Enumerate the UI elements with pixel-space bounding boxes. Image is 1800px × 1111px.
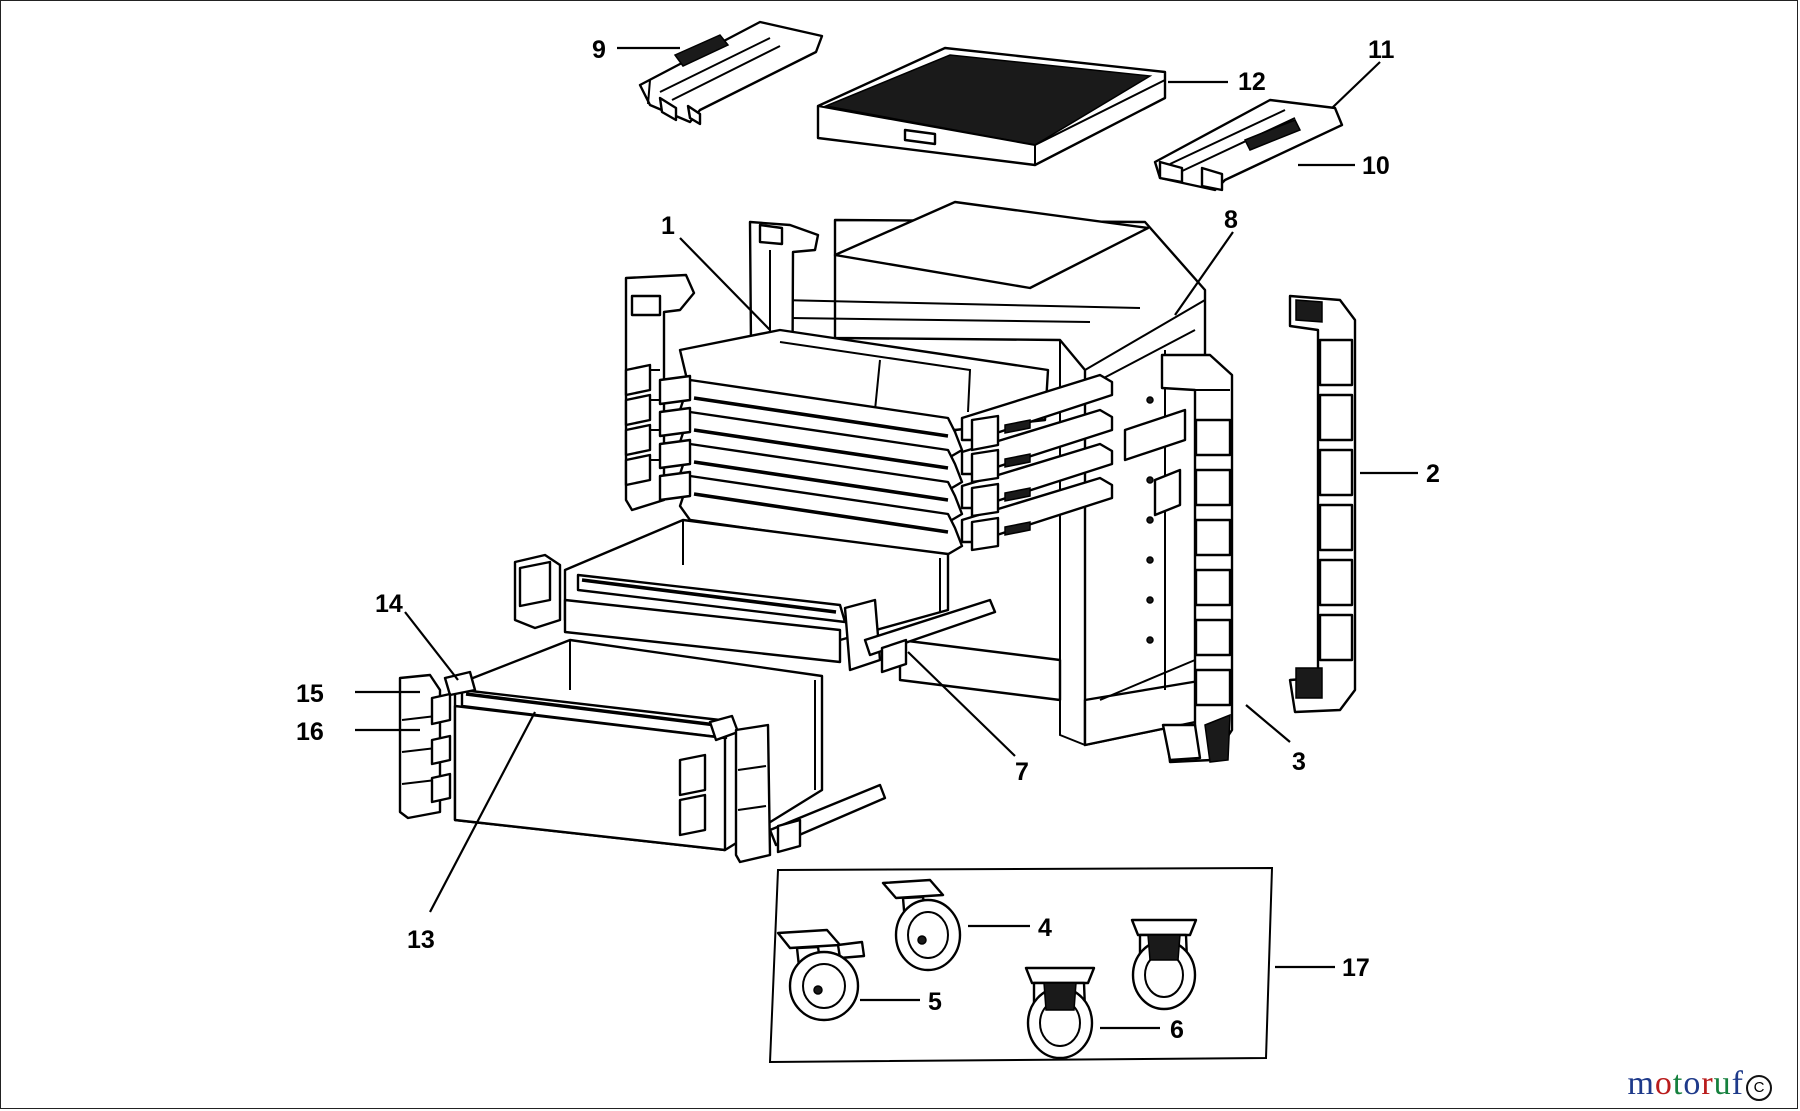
right-drawer-slides (960, 373, 1114, 552)
drawer-bottom-open (398, 638, 887, 864)
drawer-middle-open (513, 518, 997, 674)
label-part-10: 10 (1362, 152, 1390, 180)
castor-4-swivel (881, 878, 962, 972)
part-2-side-bumper (1288, 294, 1357, 714)
copyright-icon: C (1746, 1075, 1772, 1101)
cabinet-frame (779, 200, 1207, 747)
label-part-7: 7 (1015, 758, 1029, 786)
watermark-letter: o (1654, 1065, 1673, 1102)
watermark-letter: u (1713, 1065, 1732, 1102)
label-part-11: 11 (1368, 36, 1395, 64)
label-part-4: 4 (1038, 914, 1052, 942)
label-part-5: 5 (928, 988, 942, 1016)
watermark-letter: o (1683, 1065, 1702, 1102)
leader-lines (355, 46, 1418, 1030)
castor-set-box (768, 866, 1274, 1064)
label-part-6: 6 (1170, 1016, 1184, 1044)
castor-5-swivel-brake (776, 928, 866, 1022)
label-part-8: 8 (1224, 206, 1238, 234)
watermark-letter: f (1731, 1065, 1744, 1102)
label-part-2: 2 (1426, 460, 1440, 488)
label-part-1: 1 (661, 212, 675, 240)
part-12-top-tray (816, 46, 1167, 167)
label-part-15: 15 (296, 680, 324, 708)
part-3-front-right-bumper (1160, 353, 1234, 764)
label-part-3: 3 (1292, 748, 1306, 776)
watermark-logo: motoruf (1627, 1065, 1744, 1103)
part-10-11-top-handle-right (1153, 98, 1344, 192)
label-part-14: 14 (375, 590, 403, 618)
castor-6-fixed (1024, 918, 1198, 1060)
drawer-stack (658, 374, 964, 558)
label-part-16: 16 (296, 718, 324, 746)
label-part-17: 17 (1342, 954, 1370, 982)
watermark-letter: r (1701, 1065, 1714, 1102)
watermark-letter: t (1672, 1065, 1684, 1102)
watermark-letter: m (1627, 1065, 1655, 1102)
label-part-9: 9 (592, 36, 606, 64)
part-9-top-handle-left (638, 20, 824, 126)
label-part-12: 12 (1238, 68, 1266, 96)
part-labels: 9 12 11 10 1 8 2 3 7 14 15 16 13 4 5 6 1… (296, 36, 1440, 1044)
label-part-13: 13 (407, 926, 435, 954)
